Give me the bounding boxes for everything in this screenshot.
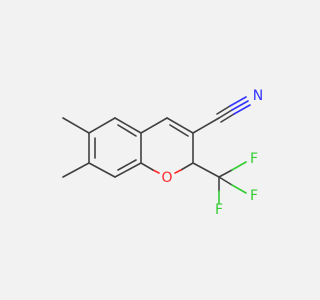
oxygen-atom-label: O [161, 170, 172, 186]
nitrogen-atom-label: N [253, 88, 263, 104]
c-f-bond [218, 169, 233, 178]
c-o-bond [174, 169, 182, 174]
nitrile-triple-bond [229, 96, 247, 107]
cf3-bond [192, 162, 220, 178]
ring-double-bond [117, 159, 137, 171]
methyl-bond-top [62, 117, 90, 134]
fluorine-atom-label: F [250, 151, 258, 167]
c-f-bond [218, 176, 233, 186]
ring-bond [114, 162, 142, 178]
c-f-bond [231, 161, 247, 171]
methyl-bond-bottom [62, 162, 90, 178]
nitrile-triple-bond [218, 109, 233, 119]
ring-double-bond [117, 124, 137, 137]
ring-bond [88, 117, 116, 134]
molecule-structure: O N F F F [62, 88, 263, 218]
nitrile-triple-bond [220, 113, 235, 123]
nitrile-triple-bond [216, 105, 231, 115]
molecule-canvas: O N F F F [62, 88, 264, 218]
c-o-bond [180, 162, 194, 171]
fluorine-atom-label: F [215, 202, 223, 218]
nitrile-bond [192, 117, 220, 134]
ring-bond [114, 117, 142, 134]
nitrile-triple-bond [233, 104, 251, 115]
ring-bond [88, 162, 116, 178]
fluorine-atom-label: F [250, 188, 258, 204]
c-o-bond [140, 162, 154, 171]
c-f-bond [231, 184, 247, 194]
ring-bond [140, 117, 168, 134]
c-o-bond [152, 169, 160, 174]
nitrile-triple-bond [231, 100, 249, 111]
ring-bond [166, 117, 194, 134]
ring-double-bond [169, 124, 189, 137]
